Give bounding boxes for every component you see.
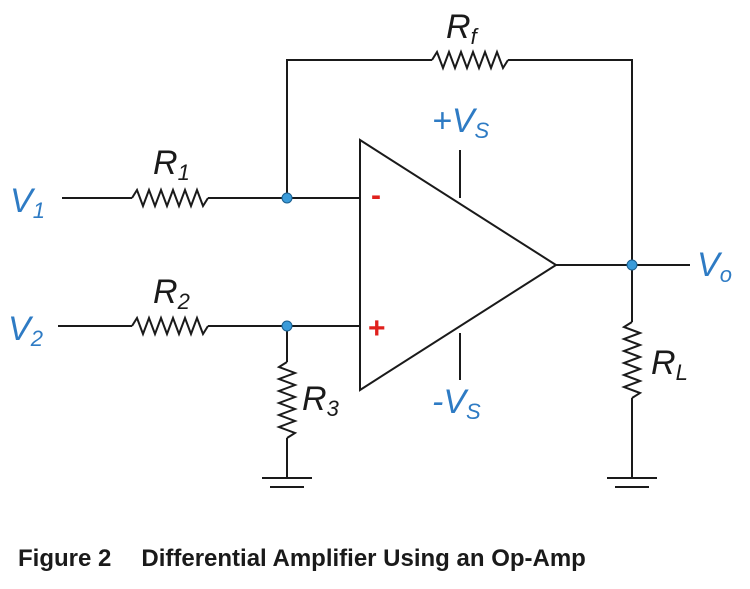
- op-amp: - +: [359, 138, 558, 392]
- op-amp-triangle: [359, 138, 558, 392]
- resistor-r2: [131, 315, 209, 337]
- feedback-path: [286, 49, 633, 265]
- ground-icon-rl: [607, 477, 657, 488]
- label-vs-positive: +VS: [432, 102, 490, 143]
- input-v1-path: [62, 187, 360, 209]
- inverting-input-sign: -: [371, 179, 381, 212]
- input-v2-path: [58, 315, 360, 337]
- noninverting-input-sign: +: [368, 312, 386, 345]
- figure-caption: Figure 2 Differential Amplifier Using an …: [18, 545, 586, 572]
- label-r1: R1: [153, 144, 190, 185]
- feedback-wire-right: [508, 59, 633, 265]
- node-output-junction: [626, 259, 638, 271]
- node-noninverting-junction: [281, 320, 293, 332]
- label-r2: R2: [153, 273, 190, 314]
- label-vs-negative: -VS: [432, 383, 481, 424]
- label-vo: Vo: [697, 246, 732, 287]
- figure-number: Figure 2: [18, 545, 111, 572]
- label-rf: Rf: [446, 8, 480, 49]
- node-inverting-junction: [281, 192, 293, 204]
- output-path: [556, 264, 690, 488]
- resistor-r3: [276, 361, 298, 439]
- r3-ground-path: [262, 326, 312, 488]
- resistor-r1: [131, 187, 209, 209]
- resistor-rl: [621, 321, 643, 399]
- label-rl: RL: [651, 344, 688, 385]
- label-v2: V2: [8, 310, 43, 351]
- label-r3: R3: [302, 380, 340, 421]
- feedback-wire-left: [286, 59, 432, 198]
- figure-title: Differential Amplifier Using an Op-Amp: [141, 545, 585, 572]
- resistor-rf: [431, 49, 509, 71]
- ground-icon-r3: [262, 477, 312, 488]
- label-v1: V1: [10, 182, 45, 223]
